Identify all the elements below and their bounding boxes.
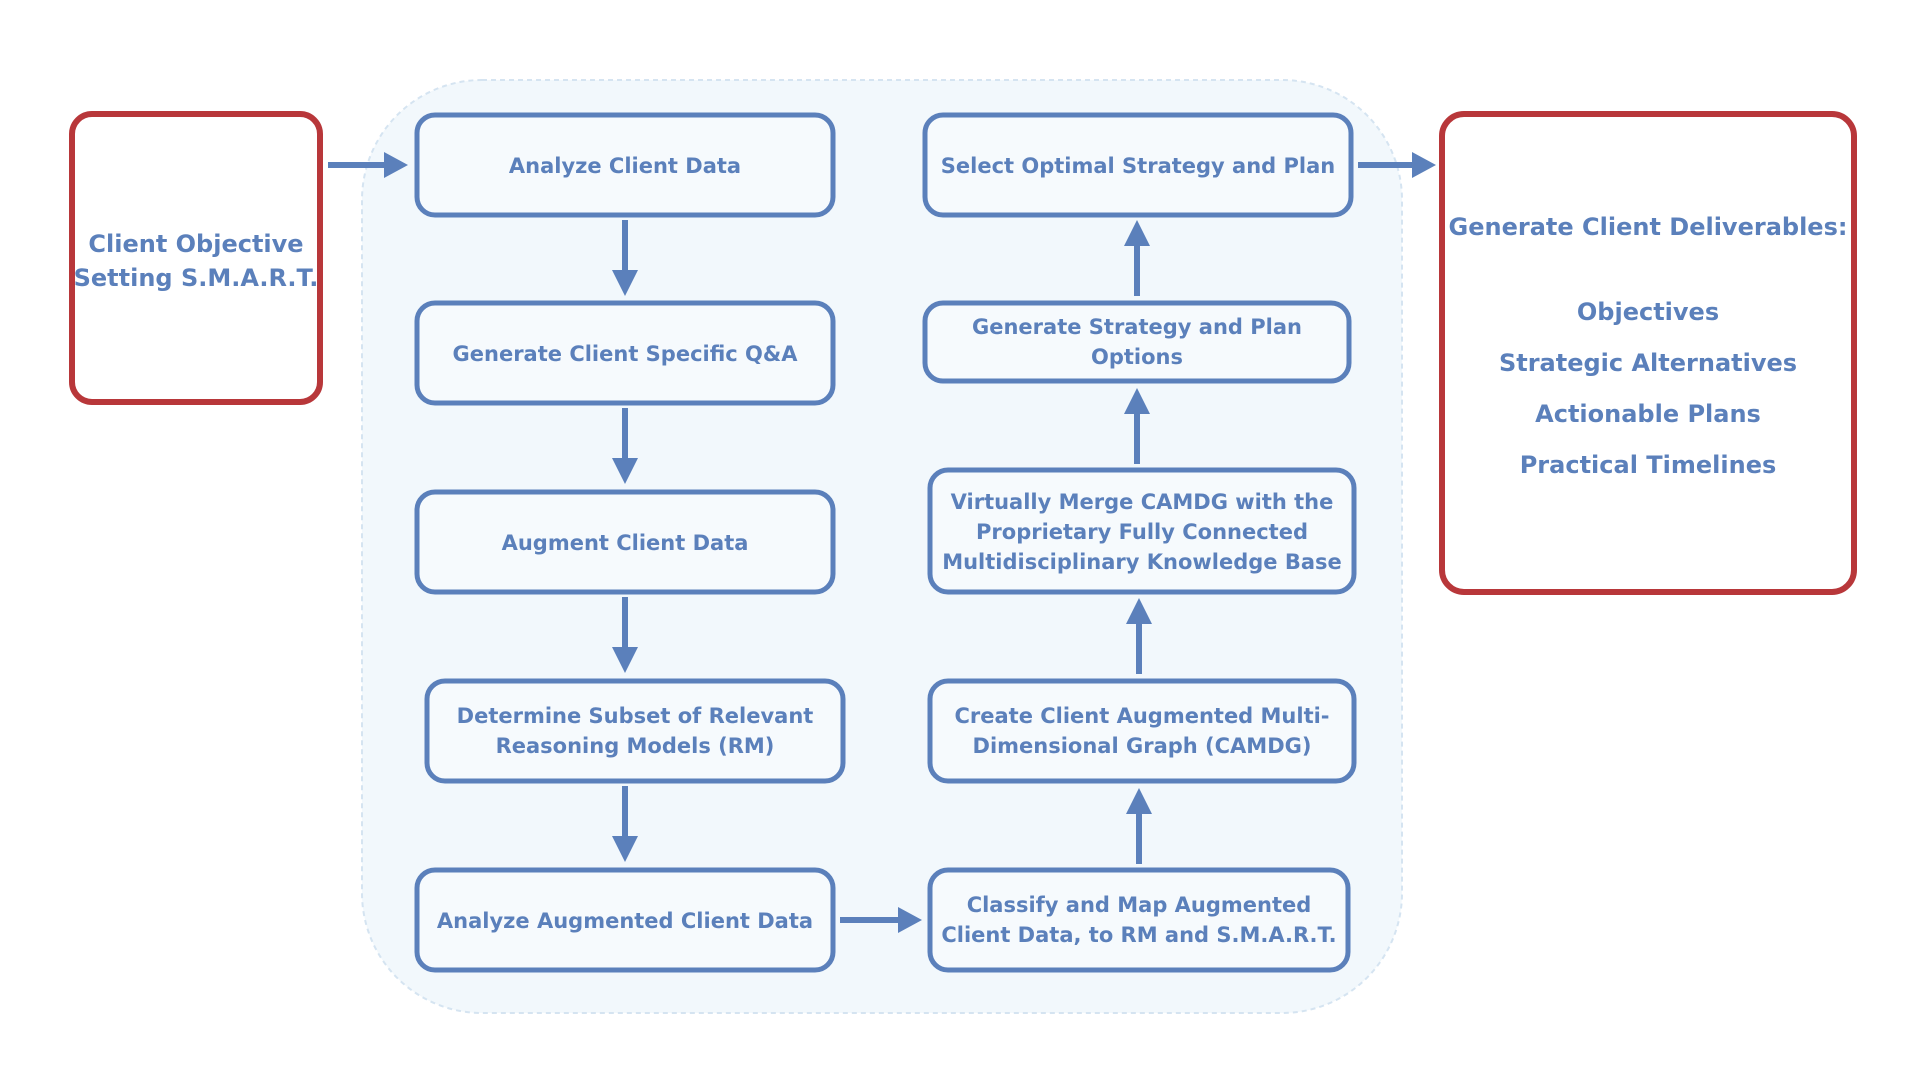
arrow-analyze-to-qa xyxy=(612,220,638,296)
merge-camdg-box: Virtually Merge CAMDG with the Proprieta… xyxy=(927,467,1357,595)
augment-client-data-box: Augment Client Data xyxy=(414,489,836,595)
create-camdg-line-2: Dimensional Graph (CAMDG) xyxy=(973,734,1312,758)
arrow-augment-to-subset xyxy=(612,597,638,673)
generate-options-box: Generate Strategy and Plan Options xyxy=(922,300,1352,384)
client-deliverables-box: Generate Client Deliverables: Objectives… xyxy=(1439,111,1857,595)
arrow-select-to-deliverables xyxy=(1358,152,1436,178)
select-optimal-label: Select Optimal Strategy and Plan xyxy=(941,154,1335,178)
analyze-augmented-label: Analyze Augmented Client Data xyxy=(437,909,813,933)
client-objective-line-1: Client Objective xyxy=(88,230,303,258)
deliverable-objectives: Objectives xyxy=(1577,298,1719,326)
client-objective-box: Client Objective Setting S.M.A.R.T. xyxy=(69,111,323,405)
arrow-generate-options-to-select xyxy=(1124,220,1150,296)
create-camdg-box: Create Client Augmented Multi- Dimension… xyxy=(927,678,1357,784)
generate-options-line-2: Options xyxy=(1091,345,1183,369)
deliverable-practical-timelines: Practical Timelines xyxy=(1520,451,1777,479)
determine-subset-box: Determine Subset of Relevant Reasoning M… xyxy=(424,678,846,784)
classify-map-box: Classify and Map Augmented Client Data, … xyxy=(927,867,1351,973)
arrow-subset-to-analyze-augmented xyxy=(612,786,638,862)
classify-map-line-2: Client Data, to RM and S.M.A.R.T. xyxy=(941,923,1336,947)
arrow-analyze-augmented-to-classify xyxy=(840,907,922,933)
merge-camdg-line-1: Virtually Merge CAMDG with the xyxy=(951,490,1334,514)
arrow-merge-to-generate-options xyxy=(1124,388,1150,464)
merge-camdg-line-3: Multidisciplinary Knowledge Base xyxy=(942,550,1342,574)
analyze-client-data-box: Analyze Client Data xyxy=(414,112,836,218)
deliverable-strategic-alternatives: Strategic Alternatives xyxy=(1499,349,1797,377)
deliverables-heading: Generate Client Deliverables: xyxy=(1449,213,1848,241)
deliverable-actionable-plans: Actionable Plans xyxy=(1535,400,1761,428)
classify-map-line-1: Classify and Map Augmented xyxy=(967,893,1312,917)
client-objective-line-2: Setting S.M.A.R.T. xyxy=(74,264,319,292)
augment-client-data-label: Augment Client Data xyxy=(502,531,749,555)
arrow-input-to-analyze xyxy=(328,152,408,178)
merge-camdg-line-2: Proprietary Fully Connected xyxy=(976,520,1308,544)
arrow-qa-to-augment xyxy=(612,408,638,484)
determine-subset-line-2: Reasoning Models (RM) xyxy=(496,734,775,758)
create-camdg-line-1: Create Client Augmented Multi- xyxy=(954,704,1329,728)
analyze-augmented-box: Analyze Augmented Client Data xyxy=(414,867,836,973)
generate-options-line-1: Generate Strategy and Plan xyxy=(972,315,1302,339)
analyze-client-data-label: Analyze Client Data xyxy=(509,154,741,178)
arrow-classify-to-create-camdg xyxy=(1126,788,1152,864)
generate-qa-box: Generate Client Specific Q&A xyxy=(414,300,836,406)
generate-qa-label: Generate Client Specific Q&A xyxy=(453,342,799,366)
select-optimal-box: Select Optimal Strategy and Plan xyxy=(922,112,1354,218)
arrow-create-camdg-to-merge xyxy=(1126,598,1152,674)
determine-subset-line-1: Determine Subset of Relevant xyxy=(457,704,814,728)
